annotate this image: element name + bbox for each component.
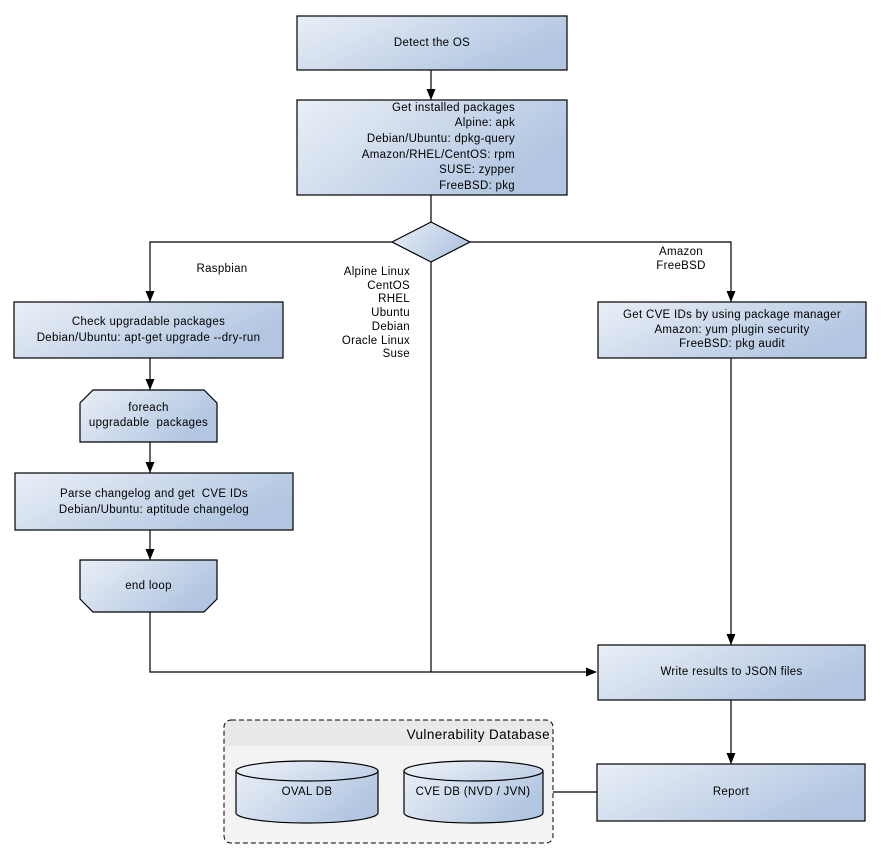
arrowhead-down-icon (426, 89, 436, 100)
node-detect-os (296, 15, 568, 71)
node-report (596, 763, 866, 822)
node-get-cve-ids (597, 301, 867, 359)
arrowhead-down-icon (145, 291, 155, 302)
oval-db-cylinder (235, 760, 379, 824)
edge-decision-to-getcve-amazon (470, 241, 732, 302)
cve-db-cylinder (403, 760, 544, 824)
node-foreach-loop (79, 389, 218, 443)
cylinder-top (403, 760, 544, 782)
group-dashed-border (223, 719, 554, 844)
arrowhead-down-icon (145, 462, 155, 473)
arrowhead-down-icon (145, 549, 155, 560)
cylinder-body (235, 770, 379, 824)
node-get-installed-packages (296, 99, 568, 196)
node-check-upgradable (13, 301, 284, 359)
group-title-band (224, 720, 553, 746)
node-write-results (597, 644, 866, 701)
arrowhead-down-icon (726, 634, 736, 645)
node-parse-changelog (14, 472, 294, 531)
edge-decision-to-check-raspbian (149, 241, 392, 302)
arrowheads (145, 89, 736, 764)
cylinder-top (235, 760, 379, 782)
arrowhead-down-icon (726, 753, 736, 764)
arrowhead-down-icon (145, 379, 155, 390)
arrowhead-right-icon (586, 667, 597, 677)
edge-endloop-to-write (149, 612, 596, 673)
node-os-decision-diamond (390, 221, 472, 263)
node-end-loop (79, 559, 218, 613)
arrowhead-down-icon (726, 291, 736, 302)
cylinder-body (403, 770, 544, 824)
